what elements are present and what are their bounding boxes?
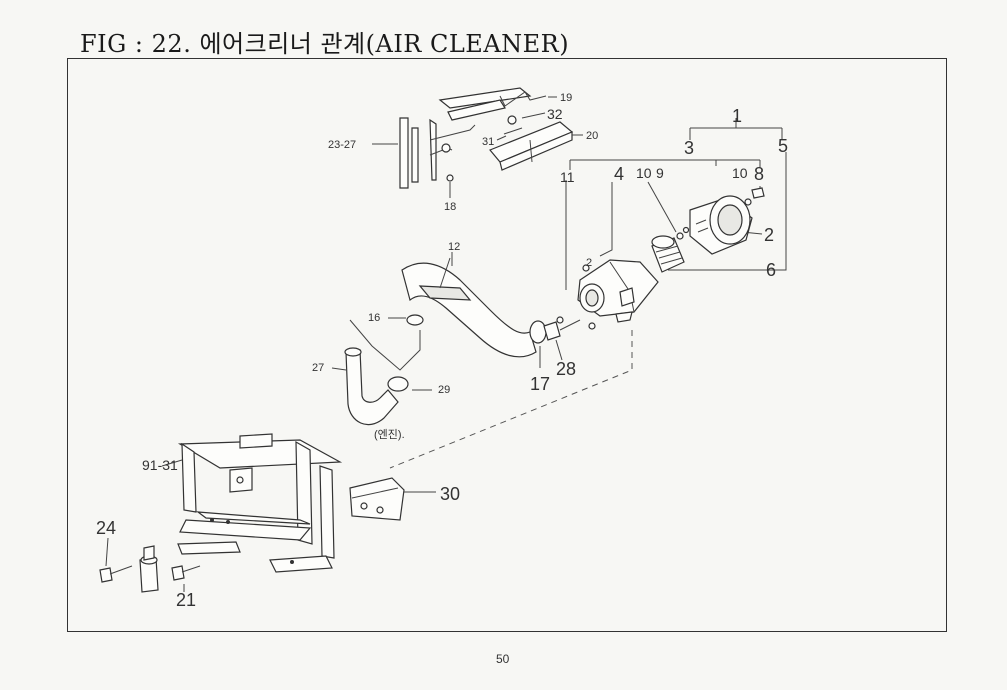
callout-23-27: 23-27	[328, 139, 356, 151]
callout-10b: 10	[732, 165, 748, 181]
page-number: 50	[496, 652, 510, 666]
callout-1: 1	[732, 106, 742, 126]
callout-28: 28	[556, 359, 576, 379]
callout-20: 20	[586, 130, 598, 142]
callout-17: 17	[530, 374, 550, 394]
engine-note: (엔진).	[374, 428, 405, 441]
callout-2: 2	[764, 225, 774, 245]
air-cleaner-cap	[676, 195, 753, 255]
callout-8: 8	[754, 164, 764, 184]
callout-19: 19	[560, 92, 572, 104]
upper-bracket-assembly	[399, 87, 574, 189]
callout-6: 6	[766, 260, 776, 280]
intake-hose	[401, 257, 537, 358]
hose-clamps	[387, 316, 581, 392]
callout-2b: 2	[586, 257, 592, 269]
callout-16: 16	[368, 312, 380, 324]
callout-10a: 10	[636, 165, 652, 181]
elbow-hose	[344, 319, 421, 426]
figure-frame	[67, 58, 947, 632]
mounting-frame	[177, 433, 343, 573]
callout-4: 4	[614, 164, 624, 184]
callout-18: 18	[444, 201, 456, 213]
callout-27: 27	[312, 362, 324, 374]
callout-3: 3	[684, 138, 694, 158]
callout-9: 9	[656, 165, 664, 181]
callout-30: 30	[440, 484, 460, 504]
callout-12: 12	[448, 241, 460, 253]
callout-31: 31	[482, 136, 494, 148]
bracket-30	[349, 477, 405, 521]
callout-24: 24	[96, 518, 116, 538]
callout-32: 32	[547, 106, 563, 122]
figure-title: FIG : 22. 에어크리너 관계(AIR CLEANER)	[80, 30, 570, 58]
callout-11: 11	[560, 169, 575, 185]
callout-21: 21	[176, 590, 196, 610]
bolts-and-collar	[99, 545, 201, 593]
callout-91-31: 91-31	[142, 457, 178, 473]
air-cleaner-body	[577, 259, 659, 330]
wing-nut	[744, 187, 765, 206]
callout-5: 5	[778, 136, 788, 156]
filter-element	[651, 235, 685, 273]
callout-29: 29	[438, 384, 450, 396]
